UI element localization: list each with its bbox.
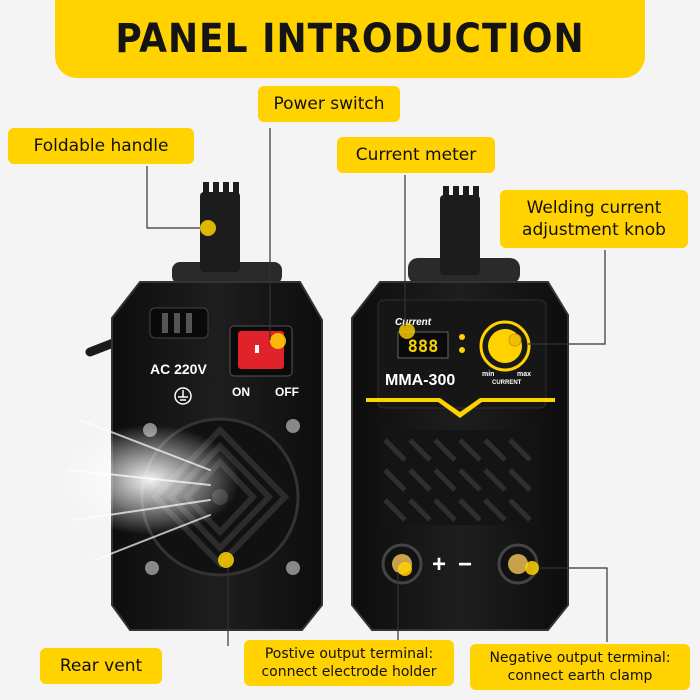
airflow-lines (69, 419, 211, 561)
knob-caption: CURRENT (492, 380, 522, 386)
polarity-plus: + (432, 551, 446, 578)
ground-symbol-icon (174, 387, 192, 405)
negative-terminal-icon[interactable] (497, 543, 539, 585)
airflow-effect (60, 425, 240, 535)
current-adjust-knob[interactable] (479, 320, 531, 372)
switch-on-label: ON (232, 385, 250, 399)
front-unit: Current 888 min max CURRENT MMA-300 (351, 186, 569, 631)
power-plug-icon (149, 307, 209, 339)
leader-lines (146, 128, 608, 646)
callout-negative-terminal: Negative output terminal: connect earth … (470, 644, 690, 690)
accent-stripe (366, 398, 555, 418)
voltage-label: AC 220V (150, 361, 207, 377)
callout-positive-terminal: Postive output terminal: connect electro… (244, 640, 454, 686)
knob-max: max (517, 371, 531, 378)
handle-icon (172, 182, 282, 284)
callout-current-meter: Current meter (337, 137, 495, 173)
switch-off-label: OFF (275, 385, 299, 399)
power-switch[interactable] (229, 325, 293, 377)
callout-power-switch: Power switch (258, 86, 400, 122)
model-name: MMA-300 (385, 372, 455, 389)
positive-terminal-icon[interactable] (381, 543, 423, 585)
front-handle (408, 186, 520, 284)
title-banner: PANEL INTRODUCTION (55, 0, 645, 78)
callout-current-knob: Welding current adjustment knob (500, 190, 688, 248)
meter-label: Current (395, 317, 432, 328)
polarity-minus: − (458, 551, 472, 578)
front-vents (380, 430, 540, 525)
callout-rear-vent: Rear vent (40, 648, 162, 684)
knob-min: min (482, 371, 494, 378)
page-title: PANEL INTRODUCTION (115, 16, 585, 62)
rear-unit: AC 220V ON OFF (60, 182, 323, 631)
callout-foldable-handle: Foldable handle (8, 128, 194, 164)
svg-text:888: 888 (408, 337, 439, 357)
